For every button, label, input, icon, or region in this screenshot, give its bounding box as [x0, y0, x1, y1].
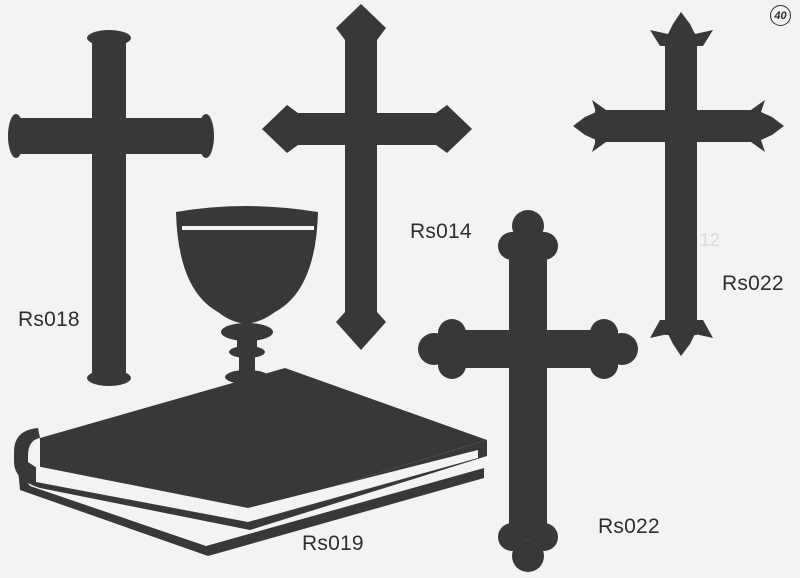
page-number-badge: 40 [770, 5, 791, 26]
label-rs014: Rs014 [410, 220, 472, 243]
page-number: 40 [774, 9, 787, 22]
cross-round-ends-icon [8, 30, 214, 386]
cross-pointed-icon [262, 4, 472, 350]
label-rs022-fleur: Rs022 [722, 272, 784, 295]
chalice-icon [176, 206, 318, 448]
label-rs018: Rs018 [18, 308, 80, 331]
svg-text:12: 12 [700, 230, 720, 250]
label-rs019: Rs019 [302, 532, 364, 555]
label-rs022-trefoil: Rs022 [598, 515, 660, 538]
cross-fleur-icon [573, 12, 784, 356]
cross-trefoil-icon [418, 210, 638, 572]
